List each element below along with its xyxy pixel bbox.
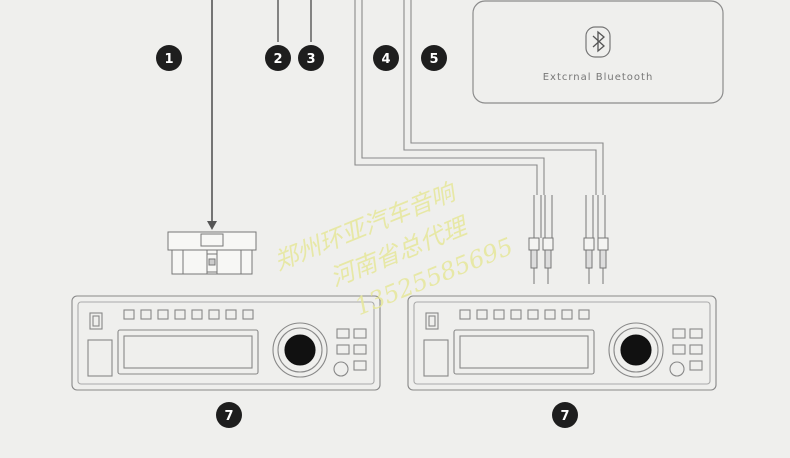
rca-connector-left-pair	[528, 195, 554, 284]
badge-4: 4	[373, 45, 399, 71]
svg-text:2: 2	[273, 52, 282, 67]
rca-plug	[542, 195, 554, 284]
external-bluetooth-module: Extcrnal Bluetooth	[472, 0, 724, 104]
badge-2: 2	[265, 45, 291, 71]
head-unit-left	[71, 295, 381, 391]
rca-connector-right-pair	[583, 195, 609, 284]
head-unit-right	[407, 295, 717, 391]
badge-1: 1	[156, 45, 182, 71]
badge-5: 5	[421, 45, 447, 71]
bluetooth-icon	[585, 26, 611, 58]
rca-plug	[597, 195, 609, 284]
rca-plug	[528, 195, 542, 284]
svg-text:7: 7	[560, 409, 569, 424]
svg-text:5: 5	[429, 52, 438, 67]
svg-text:1: 1	[164, 52, 173, 67]
wire-4	[354, 0, 545, 195]
bluetooth-label: Extcrnal Bluetooth	[543, 72, 654, 83]
preset-buttons	[459, 309, 590, 320]
badge-7-right: 7	[552, 402, 578, 428]
svg-text:4: 4	[381, 52, 390, 67]
rca-plug	[583, 195, 595, 284]
wire-1	[207, 0, 217, 230]
svg-text:7: 7	[224, 409, 233, 424]
preset-buttons	[123, 309, 254, 320]
volume-knob	[284, 334, 316, 366]
svg-text:3: 3	[306, 52, 315, 67]
wire-5	[403, 0, 604, 195]
watermark: 郑州环亚汽车音响 河南省总代理 13525585695	[270, 177, 517, 321]
badge-3: 3	[298, 45, 324, 71]
volume-knob	[620, 334, 652, 366]
badge-7-left: 7	[216, 402, 242, 428]
harness-connector	[167, 231, 257, 275]
